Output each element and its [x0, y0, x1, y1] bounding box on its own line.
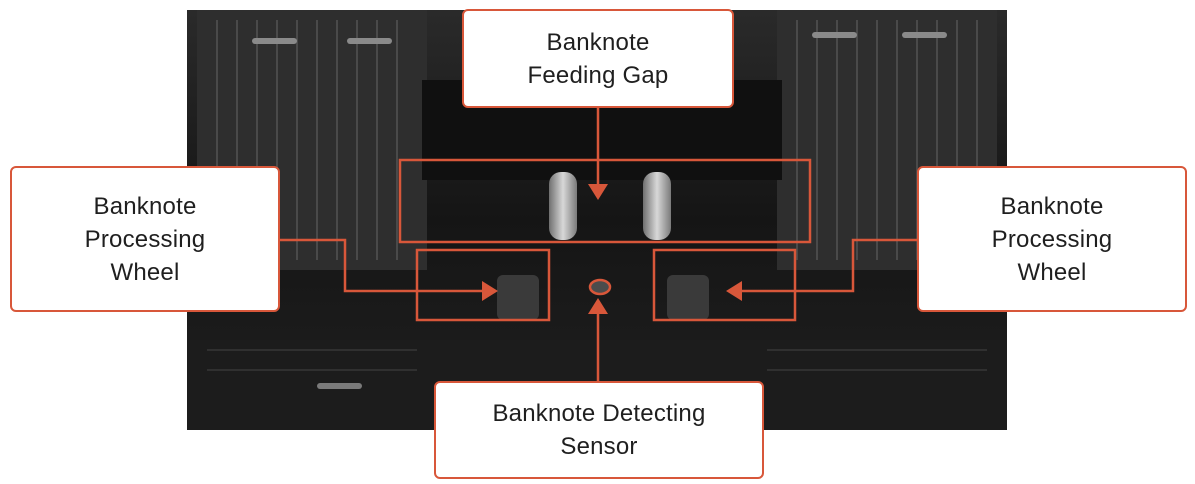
right-wheel-label-line1: Banknote [1000, 192, 1104, 220]
sensor-label-line2: Sensor [560, 433, 638, 460]
right-feed-roller [643, 172, 671, 240]
feeding-gap-label-line2: Feeding Gap [527, 61, 669, 89]
right-wheel-label-line2: Processing [991, 225, 1113, 253]
bottom-slot-mark [317, 383, 362, 389]
left-wheel-label-line2: Processing [84, 225, 206, 253]
left-wheel-label-line1: Banknote [93, 192, 197, 220]
right-slot-mark-2 [902, 32, 947, 38]
left-slot-mark-2 [347, 38, 392, 44]
right-processing-wheel [667, 275, 709, 320]
feeding-gap-label-line1: Banknote [546, 28, 650, 56]
left-wheel-label-line3: Wheel [110, 258, 180, 286]
right-slot-mark-1 [812, 32, 857, 38]
right-wheel-label-line3: Wheel [1017, 258, 1087, 286]
detecting-sensor [591, 281, 609, 293]
feeding-gap-callout: Banknote Feeding Gap [462, 9, 734, 108]
right-processing-wheel-callout: Banknote Processing Wheel [917, 166, 1187, 312]
sensor-label-line1: Banknote Detecting [492, 400, 706, 427]
left-feed-roller [549, 172, 577, 240]
detecting-sensor-callout: Banknote Detecting Sensor [434, 381, 764, 479]
bottom-tray-ribs [207, 349, 987, 371]
left-slot-mark-1 [252, 38, 297, 44]
left-processing-wheel [497, 275, 539, 320]
left-processing-wheel-callout: Banknote Processing Wheel [10, 166, 280, 312]
